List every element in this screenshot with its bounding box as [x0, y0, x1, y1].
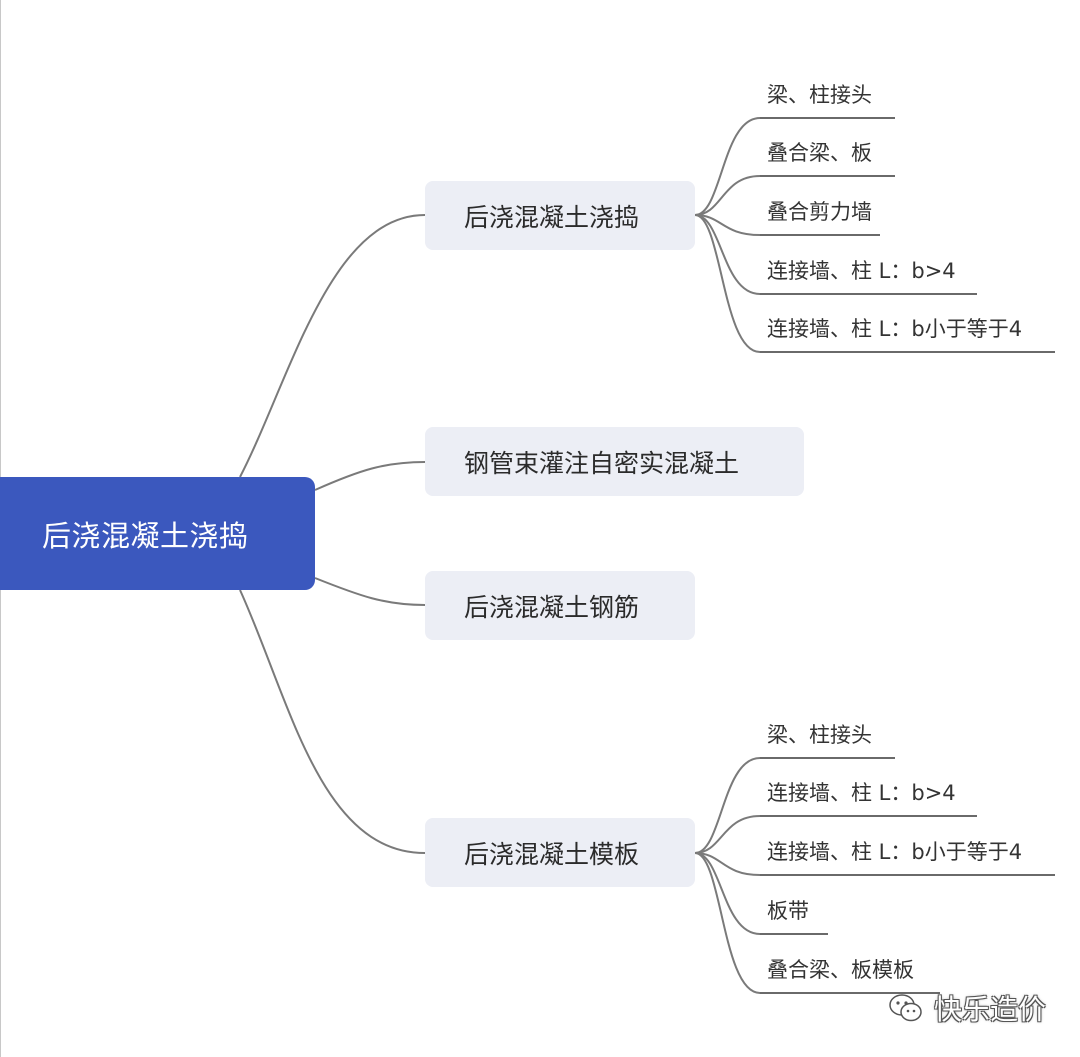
leaf-label: 连接墙、柱 L：b>4 [767, 781, 956, 805]
edge-root-branch-4 [239, 589, 426, 854]
leaf-item[interactable]: 连接墙、柱 L：b小于等于4 [762, 316, 1022, 352]
branch-label: 后浇混凝土浇捣 [464, 202, 640, 232]
watermark-text: 快乐造价 [934, 993, 1047, 1026]
wechat-icon [889, 994, 922, 1022]
branch-label: 后浇混凝土钢筋 [464, 592, 640, 622]
leaf-item[interactable]: 叠合梁、板 [762, 140, 872, 176]
leaf-label: 梁、柱接头 [767, 83, 872, 107]
leaf-label: 连接墙、柱 L：b>4 [767, 259, 956, 283]
edge-root-branch-1 [239, 214, 426, 478]
root-topic-label: 后浇混凝土浇捣 [42, 518, 249, 553]
branch-node-pour[interactable]: 后浇混凝土浇捣 [425, 181, 695, 250]
branch-node-formwork[interactable]: 后浇混凝土模板 [425, 818, 695, 887]
edge-b4-leaf-2 [694, 815, 761, 854]
branch-node-steel-tube[interactable]: 钢管束灌注自密实混凝土 [425, 427, 804, 496]
leaf-label: 板带 [767, 899, 809, 923]
leaf-item[interactable]: 板带 [762, 898, 809, 934]
edge-b4-leaf-5 [694, 852, 761, 994]
edge-b4-leaf-1 [694, 757, 761, 854]
leaf-label: 连接墙、柱 L：b小于等于4 [767, 840, 1023, 864]
leaf-item[interactable]: 叠合剪力墙 [762, 199, 872, 235]
leaf-label: 连接墙、柱 L：b小于等于4 [767, 317, 1023, 341]
leaf-item[interactable]: 连接墙、柱 L：b>4 [762, 780, 956, 816]
edge-root-branch-3 [314, 577, 426, 606]
edge-b1-leaf-1 [694, 117, 761, 216]
leaf-item[interactable]: 连接墙、柱 L：b>4 [762, 258, 956, 294]
branch-label: 后浇混凝土模板 [464, 839, 640, 869]
edge-root-branch-2 [314, 461, 426, 491]
edge-b4-leaf-3 [694, 852, 761, 876]
edge-b1-leaf-2 [694, 175, 761, 216]
watermark: 快乐造价 [886, 988, 1046, 1028]
leaf-item[interactable]: 叠合梁、板模板 [762, 957, 914, 993]
leaf-label: 叠合剪力墙 [767, 200, 872, 224]
leaf-item[interactable]: 梁、柱接头 [762, 82, 872, 118]
edge-b1-leaf-3 [694, 214, 761, 236]
edge-b4-leaf-4 [694, 852, 761, 935]
leaf-label: 梁、柱接头 [767, 723, 872, 747]
branch-label: 钢管束灌注自密实混凝土 [464, 448, 740, 478]
leaf-label: 叠合梁、板模板 [767, 958, 914, 982]
edge-b1-leaf-5 [694, 214, 761, 353]
leaf-item[interactable]: 连接墙、柱 L：b小于等于4 [762, 839, 1022, 875]
edge-b1-leaf-4 [694, 214, 761, 295]
branch-node-rebar[interactable]: 后浇混凝土钢筋 [425, 571, 695, 640]
leaf-item[interactable]: 梁、柱接头 [762, 722, 872, 758]
leaf-label: 叠合梁、板 [767, 141, 872, 165]
root-topic-node[interactable]: 后浇混凝土浇捣 [0, 477, 315, 590]
